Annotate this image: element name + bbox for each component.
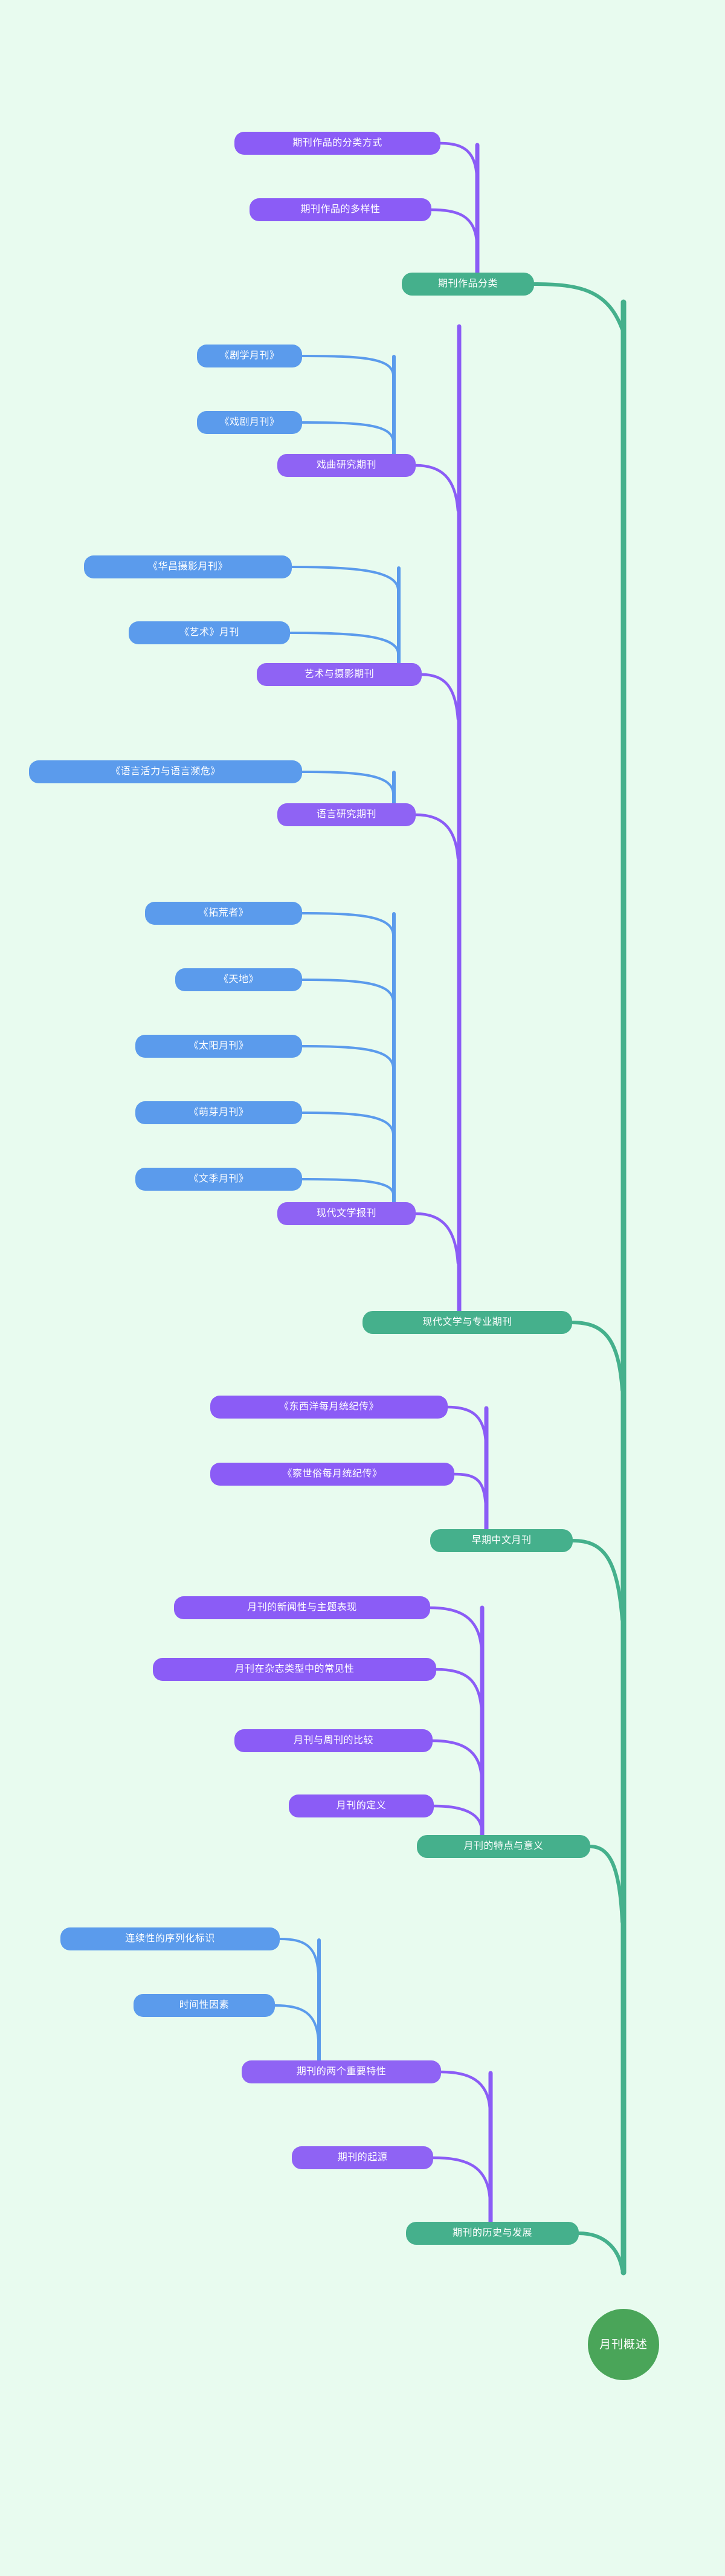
node-d3[interactable]: 《华昌摄影月刊》	[84, 555, 292, 578]
node-label: 连续性的序列化标识	[125, 1934, 215, 1944]
node-c13[interactable]: 期刊的两个重要特性	[242, 2060, 441, 2083]
node-d9[interactable]: 《萌芽月刊》	[135, 1101, 302, 1124]
node-label: 现代文学报刊	[316, 1208, 376, 1218]
node-d2[interactable]: 《戏剧月刊》	[197, 411, 302, 434]
node-c1[interactable]: 期刊作品的分类方式	[234, 132, 440, 155]
node-label: 《天地》	[218, 974, 259, 985]
node-c12[interactable]: 月刊的定义	[289, 1794, 434, 1817]
node-label: 期刊的两个重要特性	[296, 2066, 387, 2077]
node-b4[interactable]: 月刊的特点与意义	[417, 1835, 590, 1858]
node-c9[interactable]: 月刊的新闻性与主题表现	[174, 1596, 430, 1619]
node-d5[interactable]: 《语言活力与语言濒危》	[29, 760, 302, 783]
node-label: 语言研究期刊	[316, 809, 376, 820]
node-c14[interactable]: 期刊的起源	[292, 2146, 433, 2169]
node-b1[interactable]: 期刊作品分类	[402, 273, 534, 296]
node-d8[interactable]: 《太阳月刊》	[135, 1035, 302, 1058]
node-label: 月刊与周刊的比较	[293, 1735, 373, 1746]
node-c6[interactable]: 现代文学报刊	[277, 1202, 416, 1225]
node-label: 期刊作品的多样性	[300, 204, 381, 215]
node-c4[interactable]: 艺术与摄影期刊	[257, 663, 422, 686]
node-c11[interactable]: 月刊与周刊的比较	[234, 1729, 433, 1752]
node-c8[interactable]: 《察世俗每月统纪传》	[210, 1463, 454, 1486]
node-label: 《萌芽月刊》	[188, 1107, 249, 1118]
node-label: 《剧学月刊》	[219, 351, 280, 361]
node-label: 《语言活力与语言濒危》	[111, 766, 221, 777]
node-label: 《文季月刊》	[188, 1174, 249, 1184]
node-label: 期刊的起源	[337, 2152, 388, 2163]
node-d1[interactable]: 《剧学月刊》	[197, 345, 302, 367]
node-label: 现代文学与专业期刊	[422, 1317, 512, 1327]
node-label: 戏曲研究期刊	[316, 460, 376, 470]
node-d6[interactable]: 《拓荒者》	[145, 902, 302, 925]
node-label: 《太阳月刊》	[188, 1041, 249, 1051]
node-c7[interactable]: 《东西洋每月统纪传》	[210, 1396, 448, 1419]
root-label: 月刊概述	[599, 2338, 648, 2351]
node-d7[interactable]: 《天地》	[175, 968, 302, 991]
node-d11[interactable]: 连续性的序列化标识	[60, 1927, 280, 1950]
node-label: 月刊在杂志类型中的常见性	[234, 1664, 355, 1674]
node-label: 艺术与摄影期刊	[304, 669, 375, 679]
node-d12[interactable]: 时间性因素	[134, 1994, 275, 2017]
node-label: 期刊的历史与发展	[452, 2228, 532, 2238]
node-label: 《华昌摄影月刊》	[147, 561, 228, 572]
node-label: 《察世俗每月统纪传》	[282, 1469, 382, 1479]
node-label: 月刊的新闻性与主题表现	[247, 1602, 357, 1613]
node-label: 《戏剧月刊》	[219, 417, 280, 427]
node-label: 月刊的特点与意义	[463, 1841, 544, 1851]
node-d10[interactable]: 《文季月刊》	[135, 1168, 302, 1191]
node-d4[interactable]: 《艺术》月刊	[129, 621, 290, 644]
node-label: 月刊的定义	[336, 1801, 387, 1811]
node-label: 《艺术》月刊	[179, 627, 239, 638]
node-c10[interactable]: 月刊在杂志类型中的常见性	[153, 1658, 436, 1681]
node-c2[interactable]: 期刊作品的多样性	[250, 198, 431, 221]
node-label: 期刊作品的分类方式	[292, 138, 382, 148]
node-b3[interactable]: 早期中文月刊	[430, 1529, 573, 1552]
node-c5[interactable]: 语言研究期刊	[277, 803, 416, 826]
node-b5[interactable]: 期刊的历史与发展	[406, 2222, 579, 2245]
node-label: 《拓荒者》	[198, 908, 249, 918]
node-label: 早期中文月刊	[471, 1535, 532, 1545]
node-c3[interactable]: 戏曲研究期刊	[277, 454, 416, 477]
node-label: 时间性因素	[179, 2000, 230, 2010]
node-label: 《东西洋每月统纪传》	[279, 1402, 379, 1412]
root-node[interactable]: 月刊概述	[588, 2309, 659, 2380]
node-b2[interactable]: 现代文学与专业期刊	[362, 1311, 572, 1334]
node-label: 期刊作品分类	[437, 279, 498, 289]
